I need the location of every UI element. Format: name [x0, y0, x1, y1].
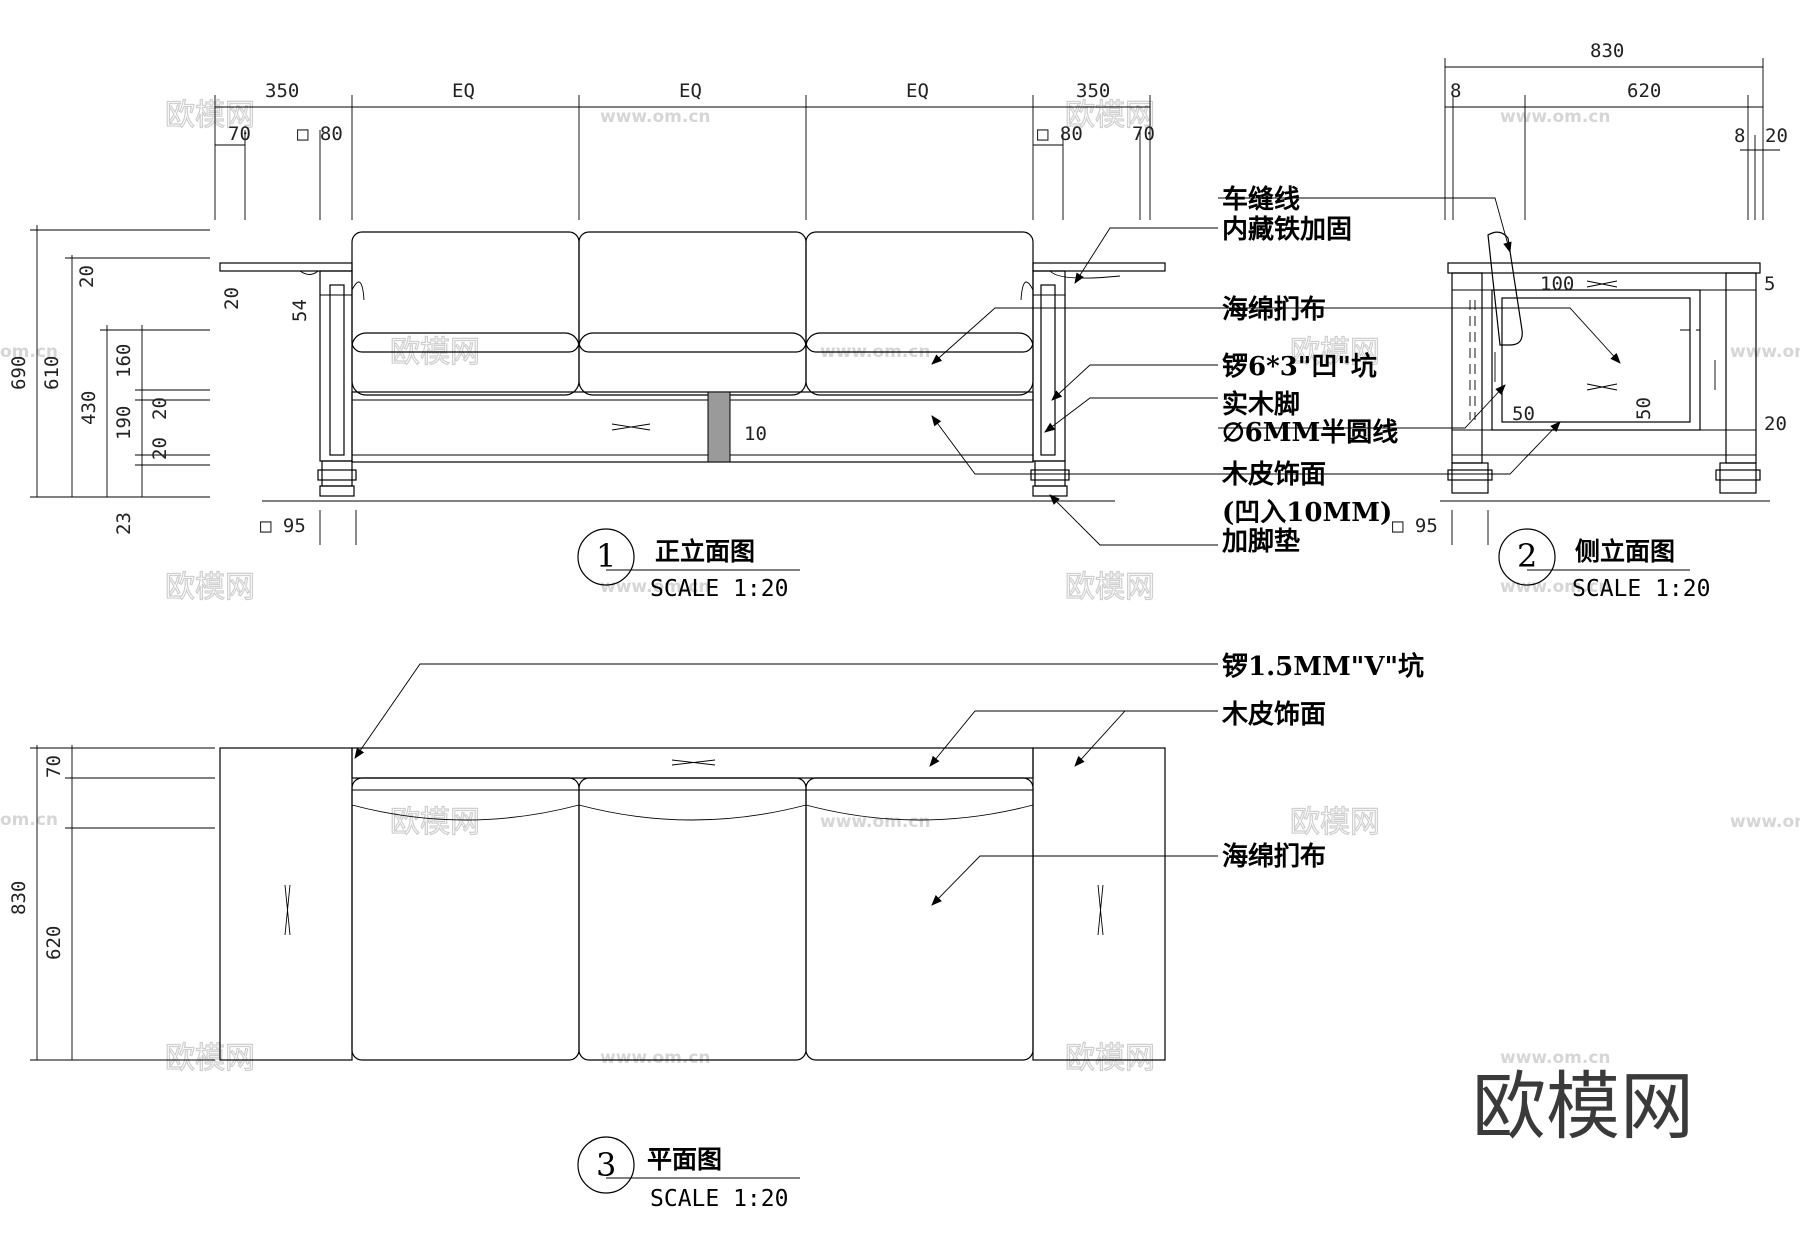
dim-label: 20 — [221, 287, 243, 310]
dim-label: 70 — [228, 123, 251, 145]
dim-label: □ 80 — [1037, 123, 1083, 145]
view-title: 平面图 — [647, 1145, 722, 1174]
watermark-text: 欧模网 — [1065, 98, 1155, 133]
dim-label: 830 — [8, 881, 30, 915]
front-left-dimensions: 690 610 430 20 20 54 160 190 20 20 23 — [8, 225, 311, 535]
annotation-label: 锣6*3"凹"坑 — [1222, 351, 1377, 382]
dim-label: 50 — [1633, 397, 1655, 420]
dim-label: 70 — [43, 755, 65, 778]
dim-label: 23 — [113, 512, 135, 535]
dim-label: 20 — [149, 437, 171, 460]
plan-title: 3 平面图 SCALE 1:20 — [577, 1136, 800, 1212]
front-elevation: 350 EQ EQ EQ 350 70 □ 80 □ 80 70 — [8, 80, 1166, 602]
dim-label: 50 — [1512, 403, 1535, 425]
dim-label: 8 — [1734, 125, 1745, 147]
watermark-url: www.om.cn — [600, 107, 711, 127]
watermark-url: www.om.cn — [600, 1048, 711, 1068]
watermark-layer: 欧模网 www.om.cn 欧模网 www.om.cn om.cn 欧模网 ww… — [0, 97, 1800, 1076]
dim-label: 430 — [78, 391, 100, 425]
dim-label: 350 — [1076, 80, 1110, 102]
dim-label: □ 95 — [260, 515, 306, 537]
dim-label: 20 — [1765, 125, 1788, 147]
watermark-text: 欧模网 — [165, 98, 255, 133]
side-elevation-title: 2 侧立面图 SCALE 1:20 — [1498, 528, 1710, 602]
dim-label: 350 — [265, 80, 299, 102]
side-top-dimensions: 830 8 620 8 20 — [1444, 40, 1788, 220]
dim-label: 20 — [76, 265, 98, 288]
watermark-text: 欧模网 — [390, 805, 480, 840]
view-scale: SCALE 1:20 — [650, 576, 788, 602]
dim-label: 620 — [1627, 80, 1661, 102]
dim-label: 190 — [113, 406, 135, 440]
view-scale: SCALE 1:20 — [650, 1186, 788, 1212]
annotation-label: 加脚垫 — [1222, 527, 1300, 557]
dim-label: 70 — [1132, 123, 1155, 145]
plan-view: 70 830 620 锣1.5MM"V"坑 木皮饰面 海绵扪布 — [8, 651, 1424, 1212]
annotation-label: 车缝线 — [1222, 184, 1300, 215]
watermark-url: om.cn — [0, 810, 58, 830]
dim-label: EQ — [906, 80, 929, 102]
dim-label: 10 — [744, 423, 767, 445]
annotation-label: 海绵扪布 — [1222, 841, 1326, 872]
watermark-text: 欧模网 — [1290, 805, 1380, 840]
front-side-annotations: 车缝线 内藏铁加固 海绵扪布 锣6*3"凹"坑 实木脚 ∅6MM半圆线 木皮饰面… — [931, 184, 1621, 557]
view-number: 3 — [596, 1146, 616, 1184]
annotation-label: 实木脚 — [1222, 389, 1300, 420]
dim-label: □ 80 — [297, 123, 343, 145]
watermark-text: 欧模网 — [1290, 335, 1380, 370]
front-elevation-title: 1 正立面图 SCALE 1:20 — [577, 528, 800, 602]
watermark-url: www.om.cn — [1500, 1048, 1611, 1068]
watermark-url: www.om.cn — [1500, 577, 1611, 597]
dim-label: EQ — [679, 80, 702, 102]
dim-label: 830 — [1590, 40, 1624, 62]
dim-label: 100 — [1540, 273, 1574, 295]
annotation-label: 木皮饰面 — [1221, 460, 1326, 490]
watermark-url: www.om.cn — [1730, 342, 1800, 362]
annotation-label: ∅6MM半圆线 — [1222, 418, 1398, 448]
dim-label: □ 95 — [1392, 515, 1438, 537]
watermark-url: www.om.cn — [1730, 812, 1800, 832]
annotation-label: 内藏铁加固 — [1222, 214, 1352, 245]
watermark-text: 欧模网 — [165, 570, 255, 605]
dim-label: 620 — [43, 926, 65, 960]
watermark-url: om.cn — [0, 342, 58, 362]
sofa-plan-drawing — [219, 747, 1166, 1061]
watermark-text: 欧模网 — [1065, 570, 1155, 605]
side-elevation: 830 8 620 8 20 100 5 — [1392, 40, 1788, 602]
dim-label: EQ — [452, 80, 475, 102]
dim-label: 5 — [1764, 273, 1775, 295]
dim-label: 610 — [41, 356, 63, 390]
watermark-text: 欧模网 — [1065, 1041, 1155, 1076]
dim-label: 8 — [1450, 80, 1461, 102]
view-title: 正立面图 — [655, 537, 755, 566]
annotation-label: (凹入10MM) — [1222, 498, 1392, 528]
annotation-label: 海绵扪布 — [1222, 294, 1326, 325]
plan-annotations: 锣1.5MM"V"坑 木皮饰面 海绵扪布 — [354, 651, 1424, 906]
watermark-text: 欧模网 — [165, 1041, 255, 1076]
sofa-side-view: 100 5 50 50 20 □ 95 — [1392, 231, 1787, 545]
plan-left-dimensions: 70 830 620 — [8, 745, 215, 1061]
view-number: 1 — [596, 537, 616, 575]
annotation-label: 木皮饰面 — [1221, 700, 1326, 730]
watermark-url: www.om.cn — [600, 577, 711, 597]
dim-label: 690 — [8, 356, 30, 390]
dim-label: 160 — [113, 344, 135, 378]
view-number: 2 — [1517, 537, 1537, 575]
view-title: 侧立面图 — [1575, 537, 1675, 566]
watermark-url: www.om.cn — [1500, 107, 1611, 127]
dim-label: 20 — [149, 397, 171, 420]
sofa-front-view: 10 □ 95 — [219, 231, 1166, 545]
watermark-url: www.om.cn — [820, 812, 931, 832]
dim-label: 20 — [1764, 413, 1787, 435]
dim-label: 54 — [289, 299, 311, 322]
brand-logo: 欧模网 — [1472, 1064, 1694, 1150]
front-top-dimensions: 350 EQ EQ EQ 350 70 □ 80 □ 80 70 — [214, 80, 1155, 220]
view-scale: SCALE 1:20 — [1572, 576, 1710, 602]
annotation-label: 锣1.5MM"V"坑 — [1222, 651, 1424, 682]
